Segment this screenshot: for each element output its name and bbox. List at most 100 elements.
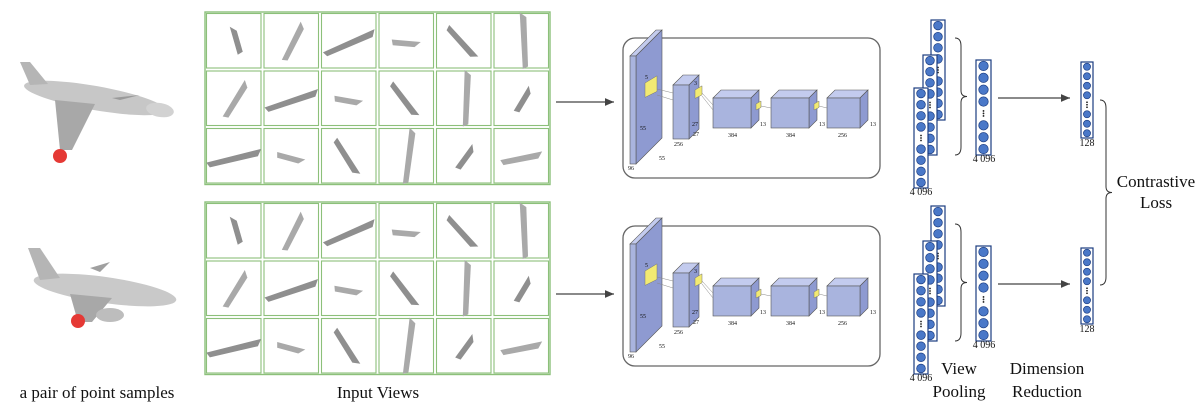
conv1-depth: 96 — [628, 166, 634, 172]
plane-fragment — [500, 341, 543, 356]
view-cell — [205, 127, 262, 184]
vector-node — [925, 78, 935, 88]
view-cell — [493, 70, 550, 127]
airplane-bottom-render — [28, 248, 177, 322]
caption-dimension: Dimension — [1010, 359, 1085, 378]
plane-fragment — [513, 275, 531, 303]
block-front — [629, 243, 637, 353]
conv2-depth: 256 — [674, 142, 683, 148]
view-cell — [435, 259, 492, 317]
vector-node — [1083, 81, 1091, 90]
conv5-depth: 256 — [838, 321, 847, 327]
view-cell — [435, 127, 492, 184]
conv3-depth: 384 — [728, 321, 737, 327]
plane-fragment — [390, 271, 420, 306]
plane-fragment — [222, 79, 248, 118]
view-cell — [205, 12, 262, 69]
view-cell — [205, 260, 262, 317]
view-feature-vector-1-top — [913, 87, 929, 189]
conv-connection — [656, 94, 674, 101]
view-cell — [493, 260, 550, 317]
view-cell — [435, 202, 492, 259]
ellipsis-dot — [920, 134, 922, 137]
view-feature-vector-1-bottom — [913, 273, 929, 375]
vector-node — [916, 177, 926, 188]
vector-node — [1083, 258, 1091, 267]
plane-fragment — [519, 202, 529, 259]
vector-node — [916, 122, 926, 132]
vector-node — [925, 66, 935, 77]
pooled-vector-bottom — [975, 245, 992, 342]
caption-loss: Loss — [1140, 193, 1172, 212]
conv-kernel — [694, 85, 703, 99]
ellipsis-dot — [920, 139, 922, 142]
view-cell — [263, 260, 320, 317]
view-grid-bottom — [204, 201, 551, 376]
view-cell — [320, 260, 377, 317]
vector-node — [1083, 267, 1091, 276]
plane-fragment — [333, 137, 361, 174]
vector-node — [916, 285, 926, 296]
vector-node — [916, 111, 926, 121]
view-cell — [493, 127, 550, 184]
vector-node — [933, 43, 943, 53]
conv5-block — [826, 277, 869, 317]
vector-frame — [975, 245, 992, 342]
ellipsis-dot — [929, 290, 931, 292]
view-cell-frame — [435, 317, 492, 374]
ellipsis-dot — [982, 115, 985, 117]
ellipsis-dot — [929, 287, 931, 290]
plane-fragment — [222, 269, 248, 308]
conv2-size: 27 — [692, 310, 698, 316]
conv1-size: 55 — [640, 126, 646, 132]
vector-node — [916, 330, 926, 340]
pooled-vector-top — [975, 59, 992, 156]
view-cell — [435, 69, 492, 127]
ellipsis-dot — [929, 292, 931, 295]
vector-node — [925, 55, 935, 66]
conv3-size: 13 — [760, 122, 766, 128]
block-front — [770, 285, 810, 317]
conv5-size: 13 — [870, 310, 876, 316]
conv2-kernel-size: 3 — [694, 269, 697, 275]
conv4-block — [770, 277, 818, 317]
conv4-size: 13 — [819, 122, 825, 128]
view-cell — [205, 202, 262, 259]
plane-fragment — [446, 25, 479, 57]
conv2-size-b: 27 — [693, 132, 699, 138]
ellipsis-dot — [1086, 101, 1088, 104]
conv4-block — [770, 89, 818, 129]
conv5-block — [826, 89, 869, 129]
vector-node — [1083, 277, 1091, 286]
view-cell — [320, 12, 377, 69]
reduced-size-top: 128 — [1080, 138, 1095, 149]
conv-kernel — [813, 100, 820, 111]
plane-fragment — [513, 85, 531, 113]
vector-node — [916, 341, 926, 351]
conv5-depth: 256 — [838, 133, 847, 139]
ellipsis-dot — [1086, 103, 1088, 106]
conv3-depth: 384 — [728, 133, 737, 139]
plane-fragment — [206, 148, 262, 168]
view-cell — [493, 12, 550, 69]
vector-node — [1083, 62, 1091, 71]
vector-node — [925, 264, 935, 274]
view-cell — [378, 317, 435, 374]
conv3-block — [712, 89, 760, 129]
conv-kernel — [694, 273, 703, 287]
plane-fragment — [462, 69, 471, 127]
view-cell — [320, 202, 377, 259]
conv1-depth: 96 — [628, 354, 634, 360]
vector-node — [978, 258, 989, 269]
plane-fragment — [519, 12, 529, 69]
reduced-vector-bottom — [1080, 247, 1094, 325]
conv-kernel — [813, 288, 820, 299]
caption-contrastive: Contrastive — [1117, 172, 1195, 191]
ellipsis-dot — [982, 296, 985, 298]
grid-frame — [204, 201, 551, 376]
ellipsis-dot — [929, 101, 931, 104]
vector-node — [933, 206, 943, 217]
